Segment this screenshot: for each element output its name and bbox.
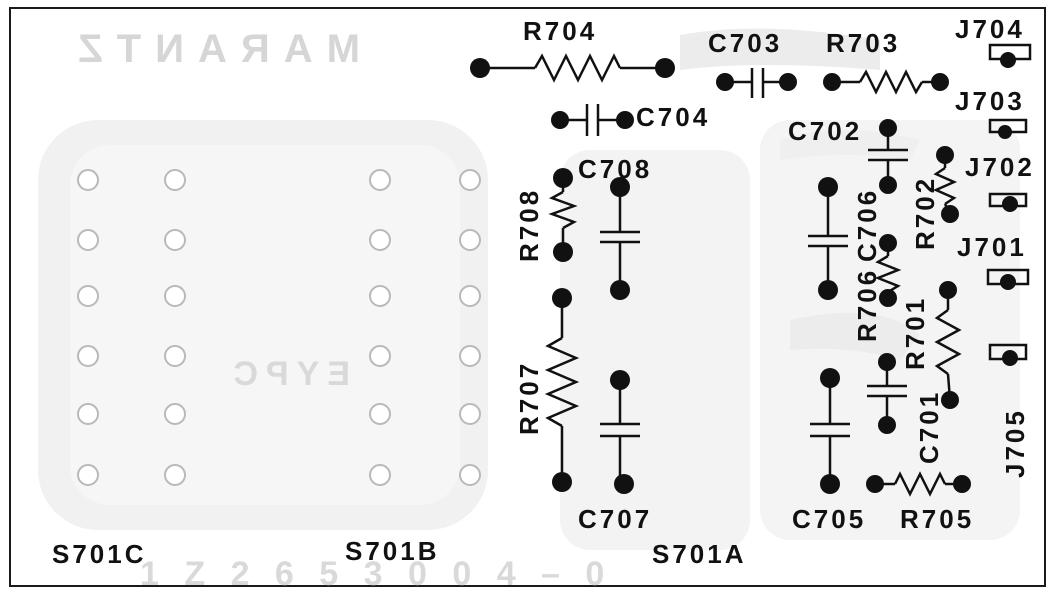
label-j703: J703 (955, 86, 1025, 116)
resistor-r708 (548, 168, 578, 262)
label-s701c: S701C (52, 539, 147, 569)
label-r705: R705 (900, 504, 974, 534)
silkscreen-brand: MARANTZ (64, 27, 360, 71)
resistor-r702 (932, 146, 959, 223)
label-r706: R706 (852, 268, 882, 342)
resistor-r701 (934, 281, 962, 409)
label-c705: C705 (792, 504, 866, 534)
label-r702: R702 (910, 176, 940, 250)
capacitor-c707 (600, 370, 640, 494)
copper-shadow-layer (38, 28, 1020, 550)
jack-connectors (986, 43, 1032, 366)
jack-j703 (988, 118, 1028, 139)
jack-j705 (988, 343, 1028, 366)
label-c701: C701 (914, 390, 944, 464)
silkscreen-part: 1 Z 2 6 5 3 0 0 4 – 0 (140, 555, 612, 593)
label-c707: C707 (578, 504, 652, 534)
resistor-r704 (470, 53, 675, 83)
resistor-r707 (544, 288, 580, 492)
label-c706: C706 (852, 188, 882, 262)
label-c708: C708 (578, 154, 652, 184)
label-r707: R707 (514, 361, 544, 435)
label-c704: C704 (636, 102, 710, 132)
resistor-r703 (823, 69, 949, 95)
capacitor-c708 (600, 177, 640, 300)
label-s701b: S701B (345, 536, 440, 566)
label-j705: J705 (1000, 408, 1030, 478)
capacitor-c703 (716, 68, 797, 98)
resistor-r706 (874, 234, 902, 307)
label-j701: J701 (957, 232, 1027, 262)
resistor-r705 (866, 471, 971, 497)
label-c703: C703 (708, 28, 782, 58)
capacitor-c702 (868, 119, 908, 194)
capacitor-c705 (810, 368, 850, 494)
jack-j704 (988, 43, 1032, 68)
label-c702: C702 (788, 116, 862, 146)
label-j704: J704 (955, 14, 1025, 44)
jack-j702 (988, 192, 1028, 212)
capacitor-c704 (551, 104, 634, 136)
label-r708: R708 (514, 188, 544, 262)
capacitor-c701 (867, 353, 907, 434)
switch-holes (77, 169, 481, 486)
label-r703: R703 (826, 28, 900, 58)
silkscreen-mark: EYPC (225, 355, 350, 393)
capacitor-c706 (808, 177, 848, 300)
component-labels: R704 C703 R703 J704 J703 C704 C702 C708 … (52, 14, 1035, 569)
label-r704: R704 (523, 16, 597, 46)
label-s701a: S701A (652, 539, 747, 569)
label-r701: R701 (900, 296, 930, 370)
label-j702: J702 (965, 152, 1035, 182)
jack-j701 (986, 268, 1030, 290)
